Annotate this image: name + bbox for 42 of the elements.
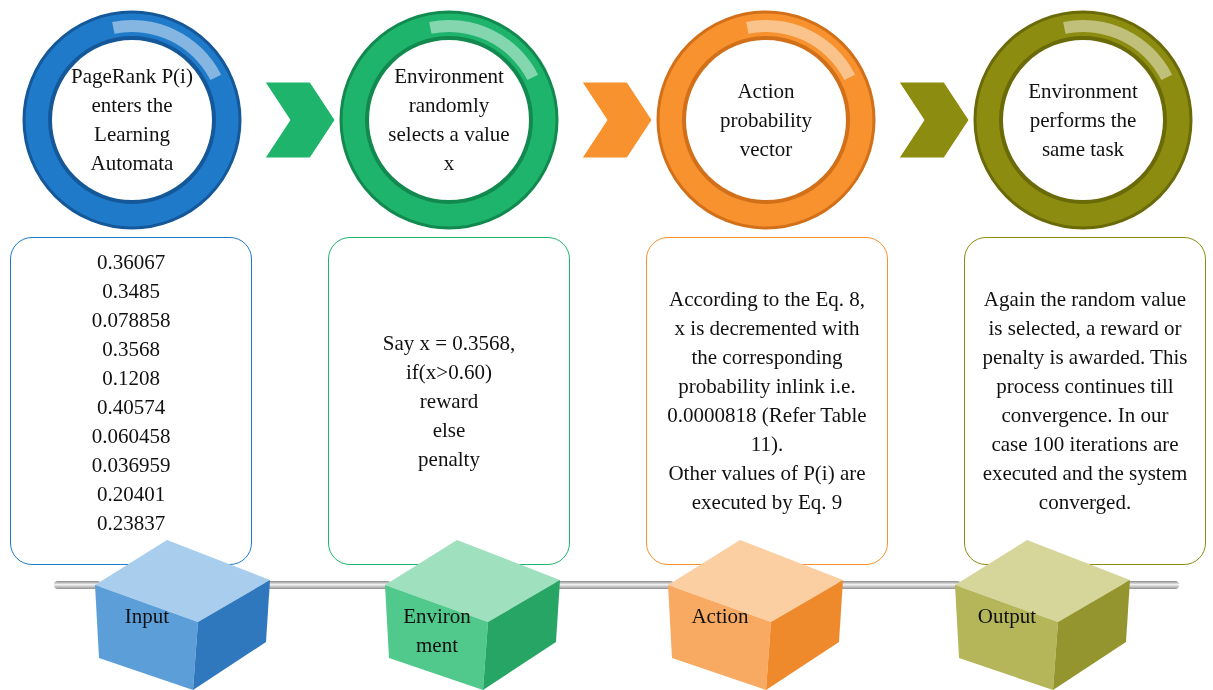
text-card <box>646 237 888 565</box>
chevron-arrow <box>264 81 336 159</box>
card-text: Say x = 0.3568, <box>382 329 516 357</box>
card-text: if(x>0.60) <box>406 358 492 386</box>
cube-label: Environ ment <box>403 604 471 657</box>
process-ring <box>339 10 559 230</box>
circle-label: Action probability vector <box>718 77 814 163</box>
cube-block <box>385 540 560 690</box>
card-text: According to the Eq. 8, x is decremented with the corresponding probability inlink i.e. 0.0000818 (Refer Table 11). <box>666 286 868 458</box>
text-card <box>964 237 1206 565</box>
card-text: penalty <box>418 445 480 473</box>
card-text: 0.36067 <box>96 249 166 276</box>
card-text: 0.23837 <box>96 510 166 537</box>
card-text: 0.20401 <box>96 481 166 508</box>
card-text: else <box>432 416 466 444</box>
circle-label: PageRank P(i) enters the Learning Automata <box>70 63 194 177</box>
card-text: 0.3568 <box>102 336 160 363</box>
cube-label: Input <box>124 604 170 628</box>
card-text: 0.036959 <box>91 452 171 479</box>
process-ring <box>973 10 1193 230</box>
text-card <box>328 237 570 565</box>
process-ring <box>22 10 242 230</box>
cube-block <box>668 540 843 690</box>
rod-line <box>54 581 101 589</box>
cube-label: Action <box>691 604 749 628</box>
chevron-arrow <box>581 81 653 159</box>
card-text: Other values of P(i) are executed by Eq. 9 <box>667 460 867 516</box>
cube-label: Output <box>977 604 1037 628</box>
cube-block <box>95 540 270 690</box>
chevron-arrow <box>898 81 970 159</box>
card-text: 0.1208 <box>102 365 160 392</box>
card-text: 0.40574 <box>96 394 166 421</box>
process-ring <box>656 10 876 230</box>
circle-label: Environment performs the same task <box>1027 77 1139 163</box>
card-text: 0.3485 <box>102 278 160 305</box>
card-text: 0.060458 <box>91 423 171 450</box>
circle-label: Environment randomly selects a value x <box>387 63 511 177</box>
cube-block <box>955 540 1130 690</box>
card-text: reward <box>419 387 479 415</box>
card-text: Again the random value is selected, a reward or penalty is awarded. This process continues till convergence. In our case 100 iterations are executed and the system converged. <box>981 286 1189 516</box>
card-text: 0.078858 <box>91 307 171 334</box>
text-card <box>10 237 252 565</box>
